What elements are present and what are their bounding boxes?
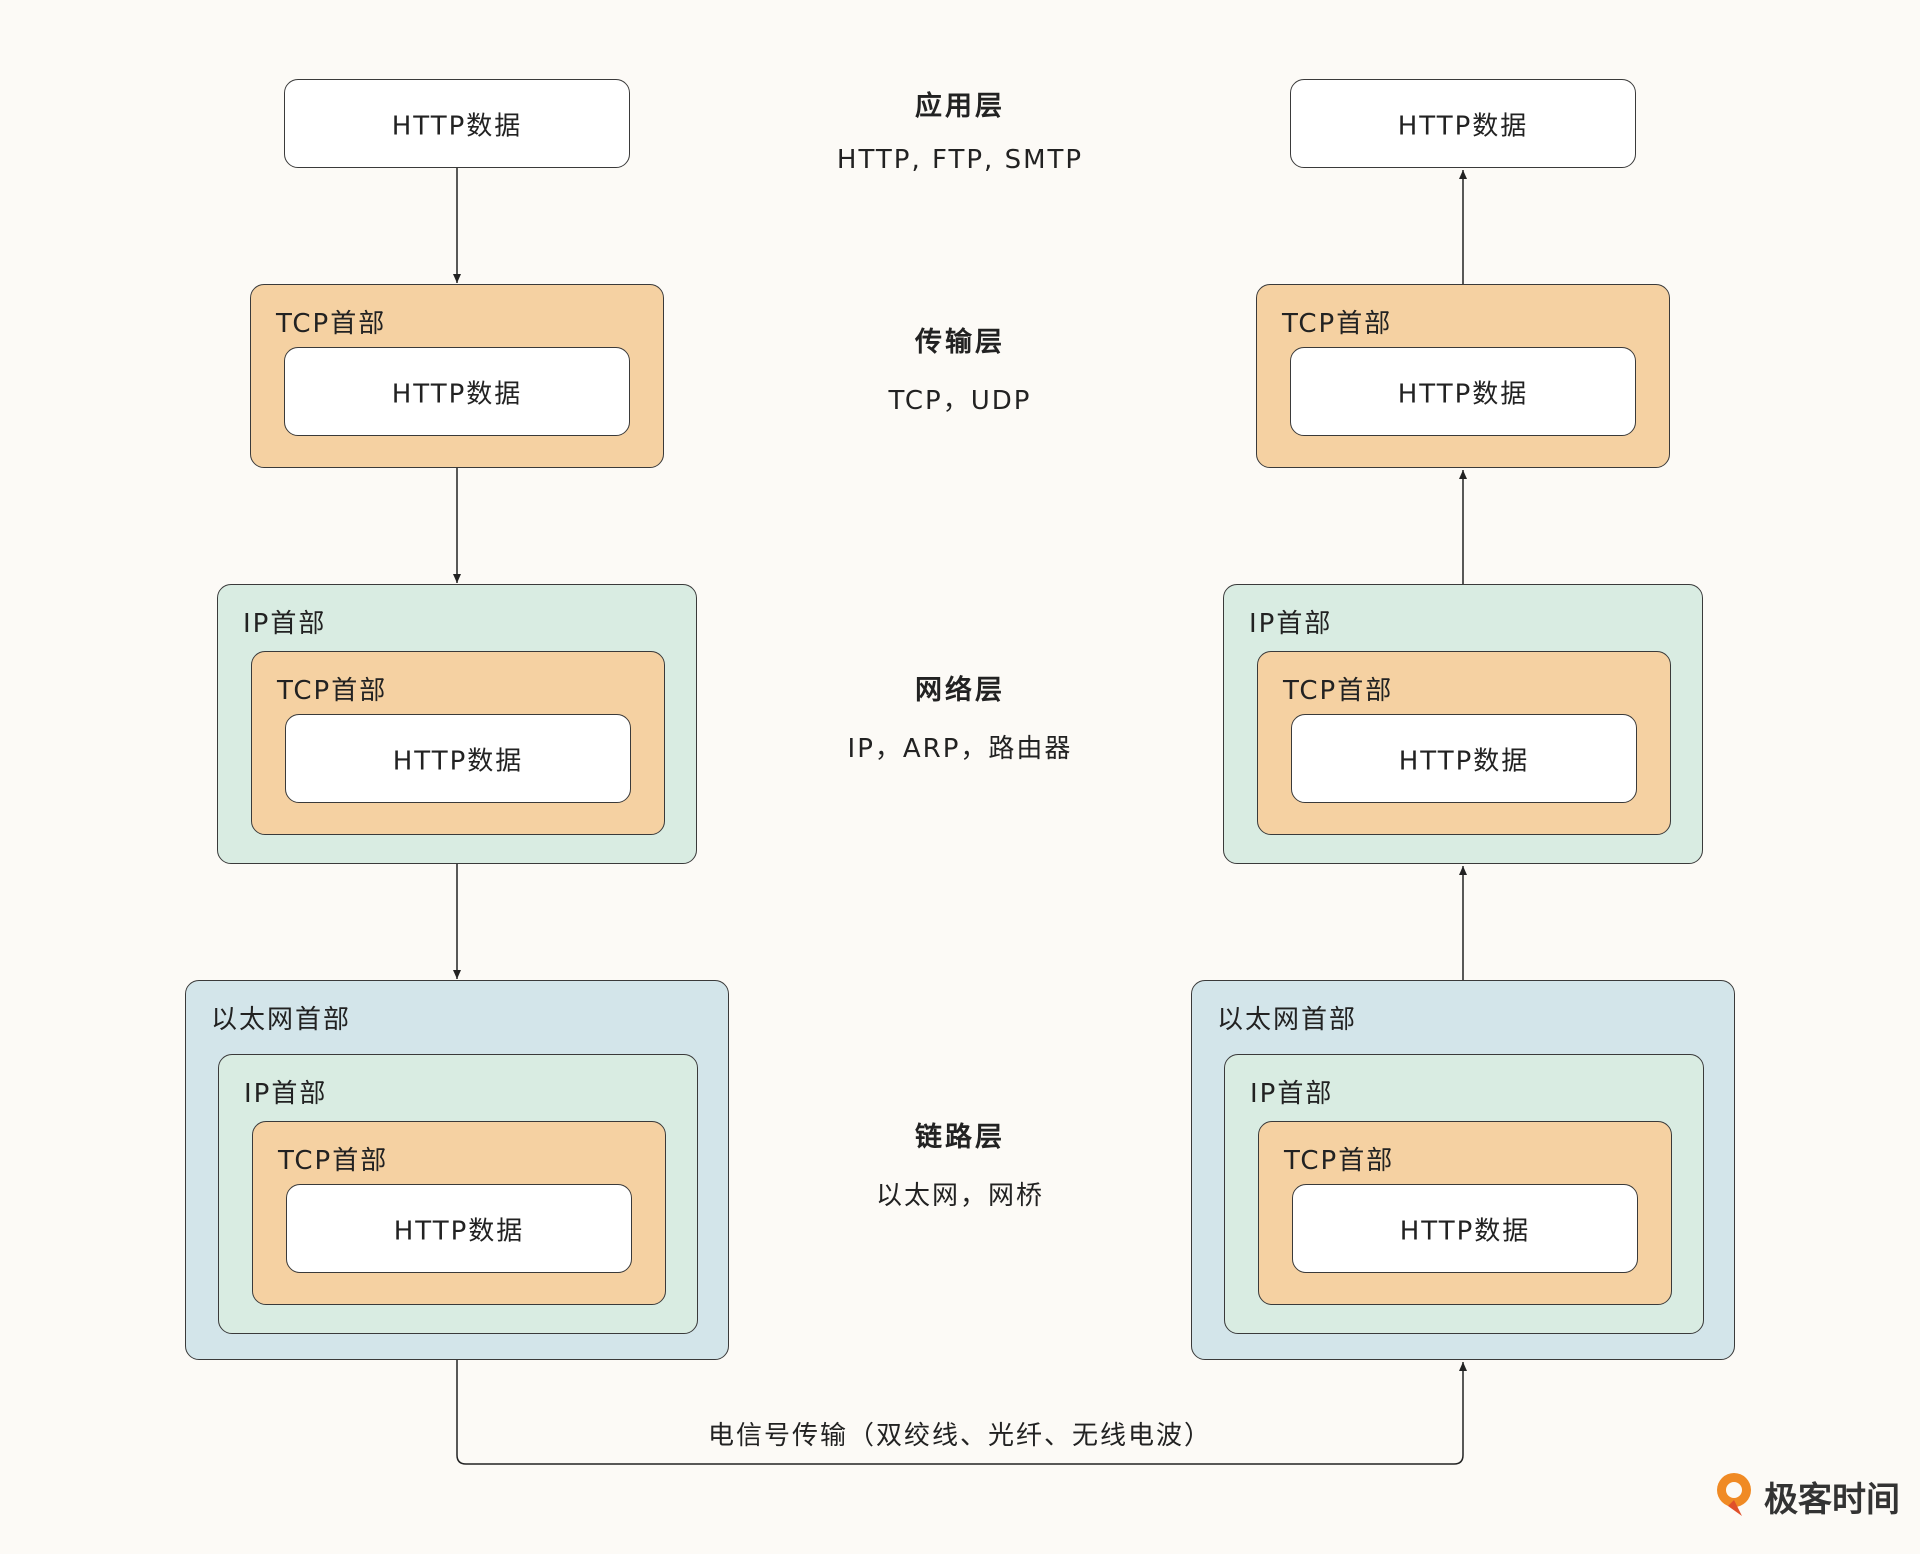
http-data-box: HTTP数据 bbox=[1291, 714, 1637, 803]
http-data-label: HTTP数据 bbox=[392, 746, 524, 776]
transport-layer-title: 传输层 bbox=[915, 327, 1005, 358]
http-data-label: HTTP数据 bbox=[1398, 746, 1530, 776]
transport-right-tcp-box: TCP首部 HTTP数据 bbox=[1256, 284, 1670, 468]
tcp-box: TCP首部 HTTP数据 bbox=[1258, 1121, 1672, 1305]
tcp-box: TCP首部 HTTP数据 bbox=[252, 1121, 666, 1305]
http-data-label: HTTP数据 bbox=[391, 111, 523, 141]
http-data-label: HTTP数据 bbox=[1397, 379, 1529, 409]
link-layer-protocols: 以太网，网桥 bbox=[875, 1181, 1044, 1211]
tcp-header-label: TCP首部 bbox=[1284, 1146, 1395, 1176]
http-data-box: HTTP数据 bbox=[285, 714, 631, 803]
logo-text: 极客时间 bbox=[1764, 1480, 1900, 1520]
link-layer-title: 链路层 bbox=[915, 1122, 1005, 1153]
http-data-label: HTTP数据 bbox=[1397, 111, 1529, 141]
http-data-label: HTTP数据 bbox=[1399, 1216, 1531, 1246]
http-data-box: HTTP数据 bbox=[286, 1184, 632, 1273]
app-left-http-box: HTTP数据 bbox=[284, 79, 630, 168]
network-right-ip-box: IP首部 TCP首部 HTTP数据 bbox=[1223, 584, 1703, 864]
ip-header-label: IP首部 bbox=[1250, 1079, 1334, 1109]
network-left-ip-box: IP首部 TCP首部 HTTP数据 bbox=[217, 584, 697, 864]
tcp-header-label: TCP首部 bbox=[276, 309, 387, 339]
http-data-box: HTTP数据 bbox=[1290, 347, 1636, 436]
ethernet-header-label: 以太网首部 bbox=[211, 1005, 352, 1035]
tcp-box: TCP首部 HTTP数据 bbox=[1257, 651, 1671, 835]
network-layer-title: 网络层 bbox=[915, 675, 1005, 706]
app-right-http-box: HTTP数据 bbox=[1290, 79, 1636, 168]
physical-link-path bbox=[456, 1360, 1467, 1465]
ip-box: IP首部 TCP首部 HTTP数据 bbox=[1224, 1054, 1704, 1334]
ip-header-label: IP首部 bbox=[244, 1079, 328, 1109]
http-data-box: HTTP数据 bbox=[284, 347, 630, 436]
http-data-label: HTTP数据 bbox=[393, 1216, 525, 1246]
http-data-box: HTTP数据 bbox=[1292, 1184, 1638, 1273]
http-data-label: HTTP数据 bbox=[391, 379, 523, 409]
transport-layer-protocols: TCP，UDP bbox=[888, 386, 1032, 416]
physical-link-label: 电信号传输（双绞线、光纤、无线电波） bbox=[707, 1421, 1212, 1451]
link-left-ethernet-box: 以太网首部 IP首部 TCP首部 HTTP数据 bbox=[185, 980, 729, 1360]
ip-header-label: IP首部 bbox=[243, 609, 327, 639]
ip-box: IP首部 TCP首部 HTTP数据 bbox=[218, 1054, 698, 1334]
tcp-header-label: TCP首部 bbox=[1282, 309, 1393, 339]
ethernet-header-label: 以太网首部 bbox=[1217, 1005, 1358, 1035]
transport-left-tcp-box: TCP首部 HTTP数据 bbox=[250, 284, 664, 468]
application-layer-protocols: HTTP, FTP, SMTP bbox=[836, 145, 1084, 175]
ip-header-label: IP首部 bbox=[1249, 609, 1333, 639]
link-right-ethernet-box: 以太网首部 IP首部 TCP首部 HTTP数据 bbox=[1191, 980, 1735, 1360]
geektime-logo-icon bbox=[1717, 1473, 1751, 1516]
tcp-header-label: TCP首部 bbox=[1283, 676, 1394, 706]
tcp-header-label: TCP首部 bbox=[277, 676, 388, 706]
tcp-box: TCP首部 HTTP数据 bbox=[251, 651, 665, 835]
tcp-header-label: TCP首部 bbox=[278, 1146, 389, 1176]
application-layer-title: 应用层 bbox=[915, 91, 1005, 122]
network-layer-protocols: IP，ARP，路由器 bbox=[847, 734, 1073, 764]
